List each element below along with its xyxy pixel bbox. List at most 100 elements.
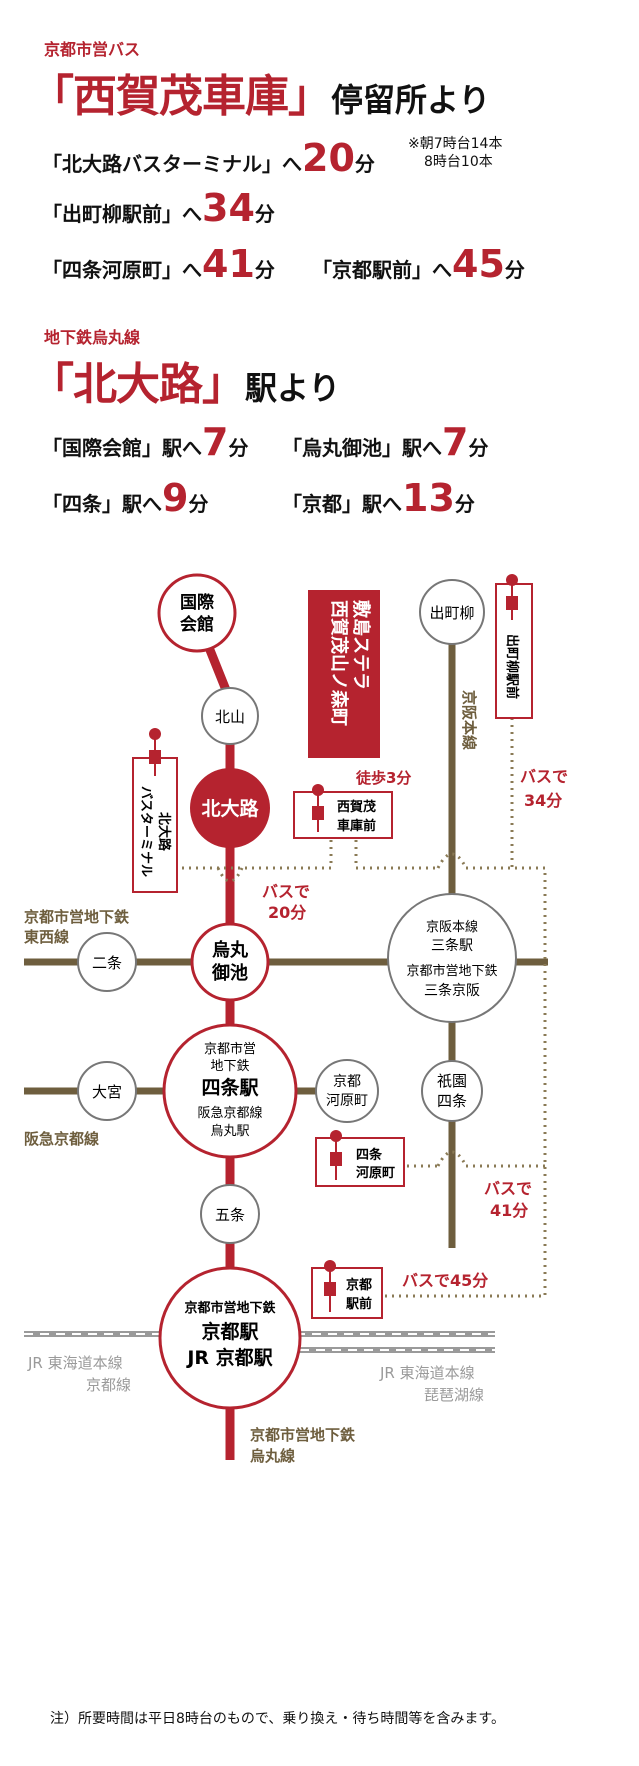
station-sanjo: 京阪本線 三条駅 京都市営地下鉄 三条京阪 (387, 893, 517, 1023)
jr-left-label-1: JR 東海道本線 (27, 1354, 123, 1372)
route-unit: 分 (354, 152, 375, 176)
svg-text:北山: 北山 (215, 708, 245, 726)
svg-text:烏丸駅: 烏丸駅 (210, 1123, 249, 1139)
svg-text:京都市営: 京都市営 (204, 1041, 256, 1057)
bus-time-20-line2: 20分 (268, 903, 306, 922)
bus-time-45: バスで45分 (402, 1271, 488, 1290)
bus-routes-dotted (180, 718, 547, 1298)
svg-text:地下鉄: 地下鉄 (210, 1059, 249, 1074)
station-kokusai-kaikan: 国際 会館 (157, 573, 237, 653)
svg-text:京都: 京都 (346, 1277, 372, 1293)
svg-text:会館: 会館 (180, 614, 214, 635)
svg-text:北大路: 北大路 (201, 797, 259, 820)
svg-text:阪急京都線: 阪急京都線 (197, 1105, 262, 1121)
route-label: 「京都」駅へ (282, 492, 402, 516)
svg-text:五条: 五条 (215, 1206, 245, 1224)
svg-text:京都市営地下鉄: 京都市営地下鉄 (406, 963, 497, 979)
route-unit: 分 (254, 258, 275, 282)
svg-text:三条京阪: 三条京阪 (424, 982, 480, 999)
route-minutes: 45 (452, 242, 505, 286)
bus-route-shijo: 「四条河原町」へ41分 (42, 242, 275, 286)
bus-stop-kyoto-ekimae: 京都 駅前 (311, 1260, 383, 1319)
note-line-1: ※朝7時台14本 (408, 136, 503, 152)
tozai-line-label-2: 東西線 (24, 928, 69, 946)
svg-text:北大路: 北大路 (156, 812, 172, 852)
jr-right-label-1: JR 東海道本線 (379, 1364, 475, 1382)
station-kyoto: 京都市営地下鉄 京都駅 JR 京都駅 (158, 1266, 302, 1410)
bus-time-34-line1: バスで (520, 767, 568, 786)
route-unit: 分 (468, 436, 489, 460)
svg-text:西賀茂: 西賀茂 (337, 799, 376, 815)
route-minutes: 13 (402, 476, 455, 520)
jr-right-label-2: 琵琶湖線 (424, 1386, 484, 1404)
subway-route-kokusai: 「国際会館」駅へ7分 (42, 420, 248, 464)
svg-text:大宮: 大宮 (92, 1083, 122, 1101)
walk-label: 徒歩3分 (355, 769, 411, 787)
svg-text:烏丸: 烏丸 (212, 939, 249, 961)
bus-origin-name: 「西賀茂車庫」 (30, 71, 332, 122)
bus-time-20-line1: バスで (262, 882, 310, 901)
route-unit: 分 (188, 492, 209, 516)
svg-text:三条駅: 三条駅 (431, 937, 473, 954)
bus-stop-nishigamo: 西賀茂 車庫前 (293, 784, 393, 839)
bus-stop-shijo-kawaramachi: 四条 河原町 (315, 1130, 405, 1187)
route-minutes: 9 (162, 476, 189, 520)
route-minutes: 41 (202, 242, 255, 286)
bus-time-41-line1: バスで (484, 1179, 532, 1198)
svg-text:京阪本線: 京阪本線 (426, 919, 478, 935)
route-unit: 分 (254, 202, 275, 226)
station-karasuma-oike: 烏丸 御池 (190, 922, 270, 1002)
svg-text:駅前: 駅前 (345, 1296, 372, 1312)
subway-origin-heading: 「北大路」駅より (30, 348, 340, 412)
station-kitaoji: 北大路 (190, 768, 270, 848)
subway-route-karasuma: 「烏丸御池」駅へ7分 (282, 420, 488, 464)
route-label: 「四条河原町」へ (42, 258, 202, 282)
svg-text:車庫前: 車庫前 (337, 818, 376, 834)
svg-text:出町柳駅前: 出町柳駅前 (504, 634, 520, 699)
svg-text:四条駅: 四条駅 (201, 1076, 259, 1099)
svg-text:JR 京都駅: JR 京都駅 (185, 1346, 273, 1369)
svg-text:河原町: 河原町 (356, 1165, 395, 1181)
route-minutes: 20 (302, 136, 355, 180)
bus-frequency-note: ※朝7時台14本 8時台10本 (408, 135, 502, 171)
station-gion-shijo: 祇園 四条 (421, 1060, 483, 1122)
route-label: 「国際会館」駅へ (42, 436, 202, 460)
bus-caption: 京都市営バス (44, 40, 141, 59)
bus-route-demachi: 「出町柳駅前」へ34分 (42, 186, 275, 230)
site-name-line2: 西賀茂山ノ森町 (328, 600, 350, 726)
svg-text:四条: 四条 (356, 1147, 383, 1163)
svg-text:四条: 四条 (437, 1092, 467, 1110)
tozai-line-label-1: 京都市営地下鉄 (24, 908, 129, 926)
svg-text:河原町: 河原町 (326, 1093, 368, 1109)
route-minutes: 7 (202, 420, 229, 464)
subway-route-shijo: 「四条」駅へ9分 (42, 476, 208, 520)
svg-text:出町柳: 出町柳 (429, 604, 474, 622)
station-kitayama: 北山 (201, 687, 259, 745)
karasuma-line-label-1: 京都市営地下鉄 (250, 1426, 355, 1444)
svg-text:御池: 御池 (211, 962, 248, 984)
route-minutes: 34 (202, 186, 255, 230)
bus-origin-suffix: 停留所より (331, 81, 491, 119)
subway-route-kyoto: 「京都」駅へ13分 (282, 476, 475, 520)
station-nijo: 二条 (77, 932, 137, 992)
site-box: 敷島ステラ 西賀茂山ノ森町 (308, 590, 380, 758)
jr-left-label-2: 京都線 (86, 1376, 131, 1394)
bus-origin-heading: 「西賀茂車庫」停留所より (30, 60, 490, 124)
karasuma-line-label-2: 烏丸線 (250, 1447, 295, 1465)
bus-crossing-gion (436, 1150, 468, 1167)
svg-text:祇園: 祇園 (437, 1072, 467, 1090)
route-unit: 分 (504, 258, 525, 282)
route-label: 「北大路バスターミナル」へ (42, 152, 302, 176)
svg-text:京都市営地下鉄: 京都市営地下鉄 (184, 1300, 275, 1316)
hankyu-line-label: 阪急京都線 (24, 1130, 99, 1148)
station-gojo: 五条 (200, 1184, 260, 1244)
bus-crossing-keihan (436, 852, 468, 869)
station-kyoto-kawaramachi: 京都 河原町 (315, 1059, 379, 1123)
subway-caption: 地下鉄烏丸線 (44, 328, 141, 347)
route-minutes: 7 (442, 420, 469, 464)
route-label: 「四条」駅へ (42, 492, 162, 516)
station-shijo: 京都市営 地下鉄 四条駅 阪急京都線 烏丸駅 (162, 1023, 298, 1159)
bus-stop-demachi: 出町柳駅前 (495, 574, 533, 719)
keihan-line-label: 京阪本線 (460, 690, 478, 750)
